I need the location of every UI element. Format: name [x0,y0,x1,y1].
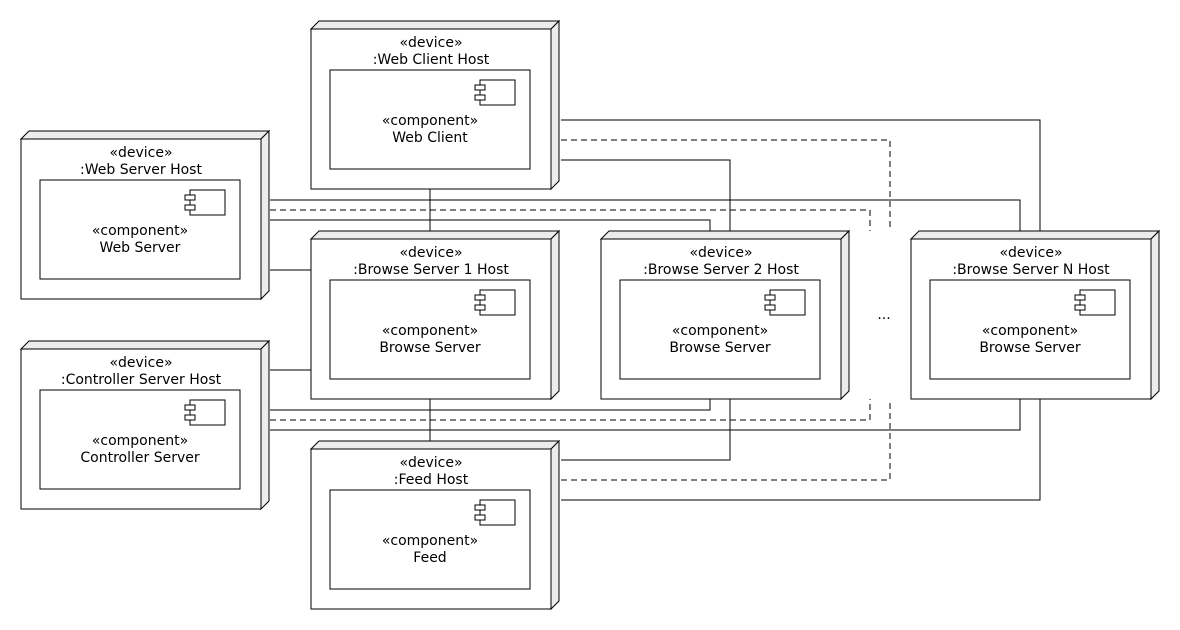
ellipsis-label: ... [877,307,890,323]
node-top-face [309,440,561,450]
node-top-face [309,20,561,30]
component-stereotype: «component» [982,323,1078,339]
link-webserver-browse-more [270,209,871,231]
node-side-face [260,339,270,511]
component-icon [474,499,516,526]
component-box: «component»Web Server [39,179,241,280]
component-stereotype: «component» [672,323,768,339]
node-browse-server-2-host: «device»:Browse Server 2 Host«component»… [599,229,851,401]
node-top-face [19,340,271,350]
component-name: Browse Server [669,340,771,356]
node-name: :Web Client Host [373,52,490,68]
node-stereotype: «device» [399,35,462,51]
component-icon [474,79,516,106]
node-side-face [1150,229,1160,401]
component-icon [184,189,226,216]
node-stereotype: «device» [399,245,462,261]
component-box: «component»Controller Server [39,389,241,490]
node-side-face [550,439,560,611]
link-feed-browse2 [561,399,731,461]
node-web-client-host: «device»:Web Client Host«component»Web C… [309,19,561,191]
link-feed-browseN [561,399,1041,501]
link-webclient-browse-more [561,139,891,231]
node-stereotype: «device» [999,245,1062,261]
node-stereotype: «device» [399,455,462,471]
node-top-face [19,130,271,140]
node-name: :Browse Server 1 Host [353,262,509,278]
node-name: :Web Server Host [80,162,202,178]
link-controller-browseN [270,399,1021,431]
connectors [270,119,1041,501]
node-name: :Feed Host [394,472,469,488]
link-webserver-browseN [270,199,1021,231]
component-box: «component»Browse Server [619,279,821,380]
component-name: Web Client [392,130,468,146]
node-name: :Browse Server 2 Host [643,262,799,278]
nodes: «device»:Web Client Host«component»Web C… [19,19,1161,611]
node-name: :Browse Server N Host [952,262,1110,278]
component-stereotype: «component» [92,223,188,239]
node-name: :Controller Server Host [61,372,222,388]
component-stereotype: «component» [382,533,478,549]
component-box: «component»Browse Server [929,279,1131,380]
node-top-face [309,230,561,240]
link-webclient-browseN [561,119,1041,231]
node-web-server-host: «device»:Web Server Host«component»Web S… [19,129,271,301]
node-stereotype: «device» [109,355,172,371]
node-side-face [550,229,560,401]
component-stereotype: «component» [92,433,188,449]
component-icon [474,289,516,316]
link-webserver-browse2 [270,219,711,231]
node-top-face [909,230,1161,240]
component-icon [1074,289,1116,316]
component-name: Browse Server [979,340,1081,356]
component-box: «component»Web Client [329,69,531,170]
component-box: «component»Feed [329,489,531,590]
node-side-face [260,129,270,301]
node-side-face [550,19,560,191]
link-controller-browse2 [270,399,711,411]
component-name: Controller Server [80,450,199,466]
component-name: Browse Server [379,340,481,356]
component-box: «component»Browse Server [329,279,531,380]
node-side-face [840,229,850,401]
node-feed-host: «device»:Feed Host«component»Feed [309,439,561,611]
node-browse-server-n-host: «device»:Browse Server N Host«component»… [909,229,1161,401]
component-name: Web Server [100,240,181,256]
node-top-face [599,230,851,240]
link-webclient-browse2 [561,159,731,231]
component-icon [184,399,226,426]
component-icon [764,289,806,316]
component-stereotype: «component» [382,323,478,339]
node-stereotype: «device» [689,245,752,261]
component-name: Feed [413,550,446,566]
node-stereotype: «device» [109,145,172,161]
component-stereotype: «component» [382,113,478,129]
node-controller-server-host: «device»:Controller Server Host«componen… [19,339,271,511]
link-feed-browse-more [561,399,891,481]
link-controller-browse-more [270,399,871,421]
node-browse-server-1-host: «device»:Browse Server 1 Host«component»… [309,229,561,401]
